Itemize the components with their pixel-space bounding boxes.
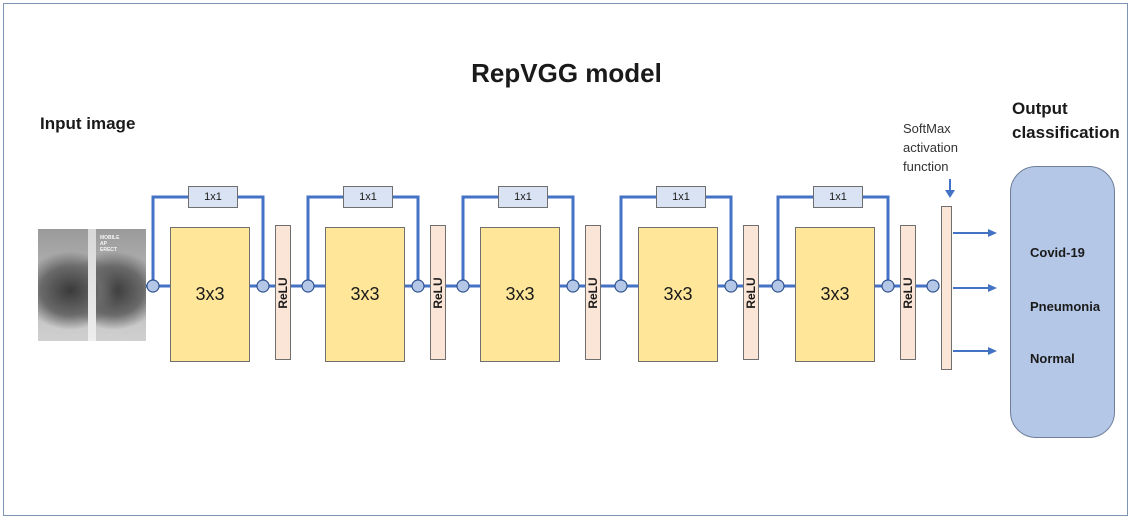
relu-label-1: ReLU	[276, 276, 290, 309]
relu-label-2: ReLU	[431, 276, 445, 309]
merge-node-1	[256, 279, 270, 293]
conv3x3-block-3: 3x3	[480, 227, 560, 362]
skip-path-in-2	[306, 195, 343, 286]
split-node-4	[614, 279, 628, 293]
class-normal: Normal	[1030, 351, 1075, 366]
output-label-text: Output classification	[1012, 99, 1120, 142]
diagram-title: RepVGG model	[471, 58, 662, 88]
merge-node-5	[881, 279, 895, 293]
class-covid-19: Covid-19	[1030, 245, 1085, 260]
diagram-frame	[3, 3, 1128, 516]
merge-node-2	[411, 279, 425, 293]
relu-layer-4: ReLU	[743, 225, 759, 360]
output-classification-label: Output classification	[1012, 97, 1122, 145]
output-arrowhead-1	[988, 229, 997, 237]
relu-label-5: ReLU	[901, 276, 915, 309]
skip-path-in-5	[776, 195, 813, 286]
relu-label-4: ReLU	[744, 276, 758, 309]
relu-layer-1: ReLU	[275, 225, 291, 360]
conv1x1-branch-1: 1x1	[188, 186, 238, 208]
skip-path-out-4	[706, 195, 733, 286]
output-arrowhead-2	[988, 284, 997, 292]
output-box	[1010, 166, 1115, 438]
relu-label-3: ReLU	[586, 276, 600, 309]
skip-path-out-2	[393, 195, 420, 286]
conv1x1-branch-5: 1x1	[813, 186, 863, 208]
skip-path-in-1	[151, 195, 188, 286]
relu-layer-5: ReLU	[900, 225, 916, 360]
softmax-pointer-arrowhead	[945, 190, 955, 198]
softmax-layer	[941, 206, 952, 370]
skip-path-out-5	[863, 195, 890, 286]
relu-layer-3: ReLU	[585, 225, 601, 360]
conv1x1-branch-3: 1x1	[498, 186, 548, 208]
split-node-5	[771, 279, 785, 293]
merge-node-3	[566, 279, 580, 293]
skip-path-out-3	[548, 195, 575, 286]
xray-marker-text: MOBILE AP ERECT	[100, 235, 120, 253]
relu-layer-2: ReLU	[430, 225, 446, 360]
skip-path-out-1	[238, 195, 265, 286]
conv3x3-block-5: 3x3	[795, 227, 875, 362]
softmax-label: SoftMax activation function	[903, 121, 958, 174]
xray-spine	[88, 229, 96, 341]
split-node-2	[301, 279, 315, 293]
conv3x3-block-4: 3x3	[638, 227, 718, 362]
conv1x1-branch-4: 1x1	[656, 186, 706, 208]
merge-node-4	[724, 279, 738, 293]
split-node-3	[456, 279, 470, 293]
conv1x1-branch-2: 1x1	[343, 186, 393, 208]
output-arrowhead-3	[988, 347, 997, 355]
skip-path-in-4	[619, 195, 656, 286]
input-image-label: Input image	[40, 114, 136, 133]
split-node-1	[146, 279, 160, 293]
class-pneumonia: Pneumonia	[1030, 299, 1101, 314]
chest-xray-image: MOBILE AP ERECT	[38, 229, 146, 341]
conv3x3-block-1: 3x3	[170, 227, 250, 362]
conv3x3-block-2: 3x3	[325, 227, 405, 362]
skip-path-in-3	[461, 195, 498, 286]
softmax-input-node	[926, 279, 940, 293]
